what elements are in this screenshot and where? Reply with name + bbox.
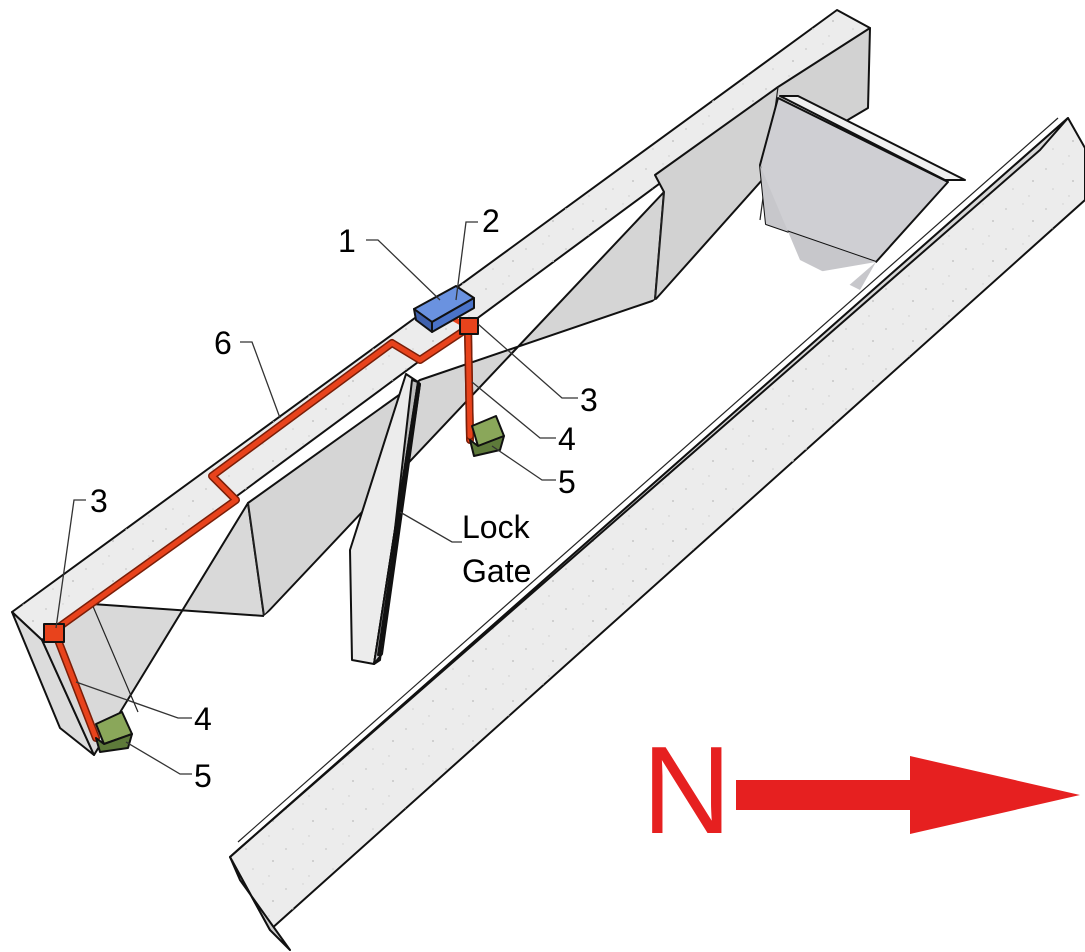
leader-4-right <box>471 381 556 439</box>
nozzle-left <box>95 711 133 753</box>
main-lock-gate <box>349 373 421 665</box>
leader-5-right <box>491 445 556 481</box>
back-wall-step-line-1 <box>91 603 139 713</box>
north-indicator: N <box>642 722 1080 860</box>
leader-3-right <box>477 323 578 399</box>
far-gate-top-edge <box>779 95 966 181</box>
leader-2 <box>455 221 478 301</box>
front-wall-top-texture <box>230 118 1085 930</box>
nozzle-left-front <box>95 733 133 753</box>
label-4-right: 4 <box>558 421 576 457</box>
leader-5-left <box>125 741 192 775</box>
valve-fitting-right <box>459 317 479 335</box>
leader-3-left <box>55 499 86 629</box>
front-wall <box>229 117 1085 951</box>
nozzle-right-front <box>469 435 505 457</box>
label-lock-gate-line1: Lock <box>462 509 531 545</box>
north-letter: N <box>642 722 732 860</box>
leader-1 <box>366 239 441 301</box>
pipe-right-down <box>465 327 473 439</box>
north-arrow-icon <box>736 756 1080 834</box>
label-5-left: 5 <box>194 758 212 794</box>
pump-unit <box>413 285 475 333</box>
pump-side <box>431 297 475 333</box>
label-3-right: 3 <box>580 382 598 418</box>
label-4-left: 4 <box>194 701 212 737</box>
leader-6 <box>240 341 281 419</box>
far-gate-face <box>759 97 949 263</box>
nozzle-right <box>469 415 505 457</box>
leader-lines <box>55 221 578 775</box>
pipe-left-down <box>55 637 99 741</box>
back-wall <box>11 9 871 756</box>
label-6: 6 <box>214 325 232 361</box>
far-lock-gate <box>759 95 966 290</box>
label-lock-gate-line2: Gate <box>462 553 531 589</box>
front-wall-end-face <box>229 856 291 951</box>
chamber-void <box>230 262 876 820</box>
label-1: 1 <box>338 223 356 259</box>
label-3-left: 3 <box>90 483 108 519</box>
back-wall-step-line-3 <box>654 191 665 301</box>
front-wall-edge-line <box>237 117 1059 843</box>
valve-fitting-left <box>43 623 65 643</box>
front-wall-inner-face <box>229 117 1069 858</box>
back-wall-step-line-2 <box>247 502 265 617</box>
far-gate-shade <box>760 165 876 290</box>
label-5-right: 5 <box>558 464 576 500</box>
lock-gate-panel <box>377 383 421 656</box>
leader-4-left <box>75 681 192 719</box>
label-2: 2 <box>482 203 500 239</box>
leader-lock-gate <box>399 511 462 543</box>
